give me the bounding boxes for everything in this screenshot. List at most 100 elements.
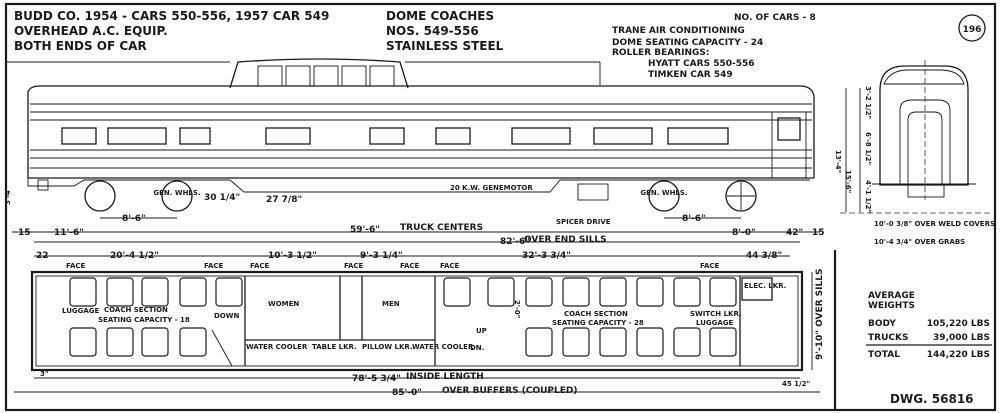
dim-15: 15 [18, 228, 31, 238]
dim-over-buffers: 85'-0" [392, 388, 422, 398]
dim-women: 10'-3 1/2" [268, 251, 317, 261]
seat [636, 277, 664, 307]
end-view: 15'-6" 13'-4" 3'-2 1/2" 6'-8 1/2" 4'-1 1… [834, 60, 995, 246]
luggage-right-label: LUGGAGE [696, 319, 734, 327]
men-label: MEN [382, 300, 400, 308]
trucks-weight-value: 39,000 LBS [933, 333, 990, 343]
seat [562, 327, 590, 357]
end-height-body: 13'-4" [834, 150, 842, 173]
seat [599, 277, 627, 307]
dn-label: DN. [470, 344, 484, 352]
seat [69, 327, 97, 357]
drawing-border [4, 2, 997, 412]
sheet-number-circle [958, 14, 986, 42]
seat [106, 277, 134, 307]
dome [229, 58, 409, 89]
seat [599, 327, 627, 357]
coach-right-label: COACH SECTION [564, 310, 628, 318]
note-bearings: ROLLER BEARINGS: [612, 48, 710, 58]
note-hyatt: HYATT CARS 550-556 [648, 59, 755, 69]
drawing-number: DWG. 56816 [890, 392, 974, 406]
face-label: FACE [700, 262, 720, 270]
material: STAINLESS STEEL [386, 39, 504, 53]
total-weight-label: TOTAL [868, 350, 900, 360]
seating-right-label: SEATING CAPACITY - 28 [552, 319, 644, 327]
sheet-number: 196 [963, 25, 982, 35]
dim-15-right: 15 [812, 228, 825, 238]
gen-wheel-icon [648, 180, 680, 212]
seat [179, 277, 207, 307]
weights-title: AVERAGE [868, 291, 915, 301]
down-label: DOWN [214, 312, 239, 320]
floor-plan: LUGGAGE COACH SECTION SEATING CAPACITY -… [30, 270, 804, 372]
seat [562, 277, 590, 307]
elec-locker-label: ELEC. LKR. [744, 282, 786, 290]
dim-truck-centers: 59'-6" [350, 225, 380, 235]
end-width-sills: 10'-0 3/8" OVER WELD COVERS [874, 220, 995, 228]
header-center: DOME COACHES NOS. 549-556 STAINLESS STEE… [386, 9, 504, 53]
dim-inside-length: 78'-5 3/4" [352, 374, 401, 384]
end-height-b: 6'-8 1/2" [864, 132, 872, 165]
no-of-cars: NO. OF CARS - 8 [734, 13, 816, 23]
drawing-title: DOME COACHES [386, 9, 494, 23]
wheel-icon [84, 180, 116, 212]
genemotor-icon [577, 183, 609, 201]
seat [709, 327, 737, 357]
seat [69, 277, 97, 307]
weights-title-2: WEIGHTS [868, 301, 915, 311]
women-label: WOMEN [268, 300, 299, 308]
dim-overhang-right: 8'-0" [732, 228, 756, 238]
table-locker-label: TABLE LKR. [312, 343, 357, 351]
seating-left-label: SEATING CAPACITY - 18 [98, 316, 190, 324]
body-weight-value: 105,220 LBS [927, 319, 990, 329]
dim-22: 22 [36, 251, 49, 261]
dome-windows [257, 65, 395, 87]
seat [487, 277, 515, 307]
wheelbase-right: 8'-6" [682, 214, 706, 224]
face-label: FACE [250, 262, 270, 270]
elevation-dimensions: 15 11'-6" 59'-6" TRUCK CENTERS 8'-0" 42"… [4, 187, 825, 247]
face-label: FACE [400, 262, 420, 270]
note-dome-seating: DOME SEATING CAPACITY - 24 [612, 38, 763, 48]
wheelbase-left: 8'-6" [122, 214, 146, 224]
seat [215, 277, 243, 307]
water-cooler-2-label: WATER COOLER [412, 343, 474, 351]
note-ac: TRANE AIR CONDITIONING [612, 26, 745, 36]
rail-height-dim: 27 7/8" [266, 195, 302, 205]
up-label: UP [476, 327, 487, 335]
wheel-icon [725, 180, 757, 212]
car-body [27, 85, 815, 179]
end-height-c: 4'-1 1/2" [864, 180, 872, 213]
dim-coach-left: 20'-4 1/2" [110, 251, 159, 261]
switch-locker-label: SWITCH LKR. [690, 310, 742, 318]
car-numbers: NOS. 549-556 [386, 24, 479, 38]
aisle-width: 2'-0" [513, 300, 521, 318]
seat [443, 277, 471, 307]
body-weight-label: BODY [868, 319, 896, 329]
seat [141, 327, 169, 357]
wheel-diameter: 30 1/4" [204, 193, 240, 203]
dim-45: 45 1/2" [782, 380, 810, 388]
over-end-sills-label: OVER END SILLS [524, 235, 607, 245]
truck-centers-label: TRUCK CENTERS [400, 223, 483, 233]
side-elevation: GEN. WHLS. GEN. WHLS. 30 1/4" 27 7/8" 20… [27, 58, 815, 226]
face-label: FACE [66, 262, 86, 270]
header-left: BUDD CO. 1954 - CARS 550-556, 1957 CAR 5… [14, 9, 329, 53]
dim-3-inch: 3" [40, 370, 49, 378]
total-weight-value: 144,220 LBS [927, 350, 990, 360]
pillow-locker-label: PILLOW LKR. [362, 343, 413, 351]
dim-left-height: 3'-4" [4, 187, 12, 205]
seat [673, 277, 701, 307]
seat [673, 327, 701, 357]
seat [525, 277, 553, 307]
gen-wheel-label-right: GEN. WHLS. [640, 189, 687, 197]
dim-men: 9'-3 1/4" [360, 251, 403, 261]
face-label: FACE [440, 262, 460, 270]
dim-42: 42" [786, 228, 803, 238]
face-label: FACE [204, 262, 224, 270]
side-windows [61, 117, 801, 145]
seat [709, 277, 737, 307]
genemotor-label: 20 K.W. GENEMOTOR [450, 184, 533, 192]
trucks-weight-label: TRUCKS [868, 333, 908, 343]
